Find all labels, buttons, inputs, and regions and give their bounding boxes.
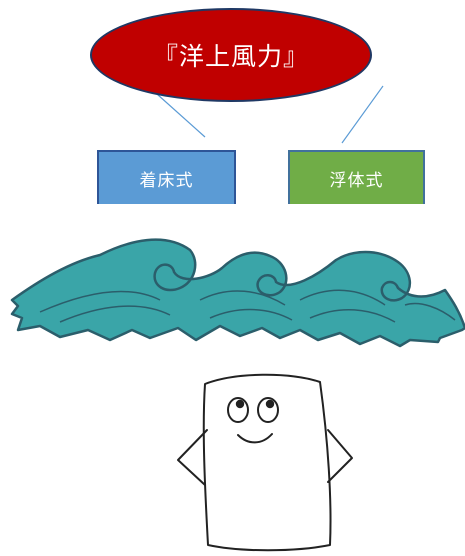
title-oval: 『洋上風力』 [90, 8, 372, 102]
character-right-arm [327, 429, 353, 483]
character-left-arm [177, 429, 208, 486]
floating-type-box: 浮体式 [288, 150, 425, 204]
wave-body [10, 238, 465, 348]
connector-line-right [341, 85, 384, 144]
fixed-type-label: 着床式 [139, 170, 194, 191]
title-text: 『洋上風力』 [152, 42, 309, 71]
fixed-type-box: 着床式 [97, 150, 236, 204]
floating-type-label: 浮体式 [329, 170, 384, 191]
character-smile [237, 433, 273, 444]
